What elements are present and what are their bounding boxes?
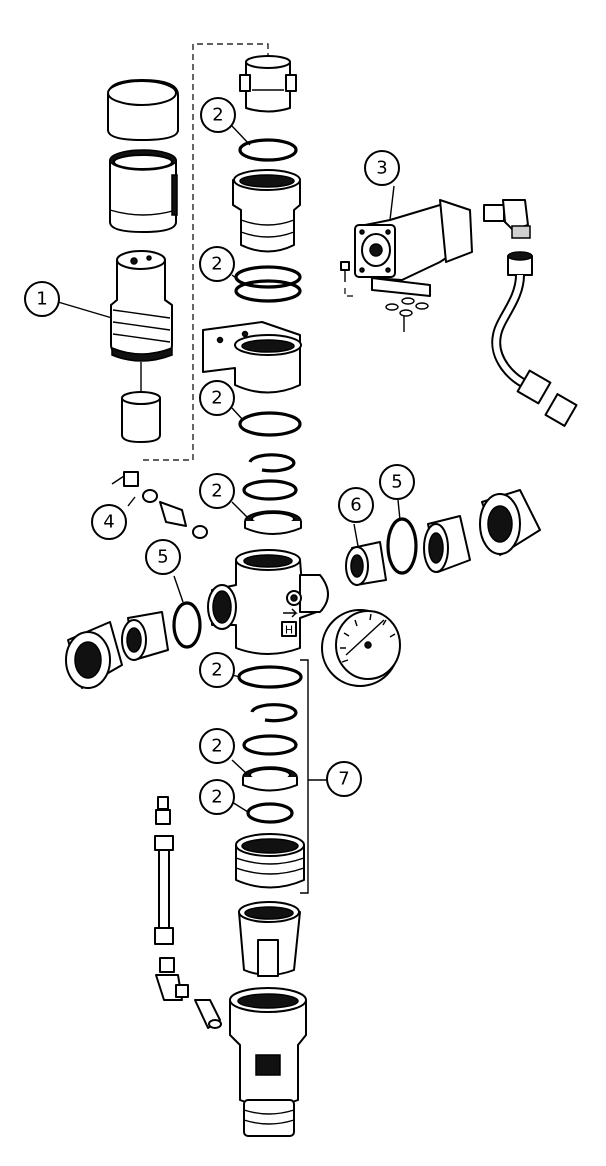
svg-text:4: 4 xyxy=(103,512,114,533)
union-nut-left xyxy=(65,621,123,689)
leader xyxy=(57,301,113,319)
svg-text:2: 2 xyxy=(212,105,223,126)
valve-body: H xyxy=(207,549,329,655)
callout-5: 5 xyxy=(145,539,181,575)
callout-1: 1 xyxy=(24,281,60,317)
leader xyxy=(231,501,248,518)
leader xyxy=(231,407,244,421)
callout-2: 2 xyxy=(200,97,236,133)
svg-text:3: 3 xyxy=(376,158,387,179)
washer xyxy=(242,479,298,501)
threaded-nipple-right xyxy=(423,515,471,573)
callout-2: 2 xyxy=(199,473,235,509)
mounting-washers xyxy=(385,297,429,332)
top-connector xyxy=(239,55,297,113)
bracket-4 xyxy=(111,475,136,507)
o-ring xyxy=(237,665,303,689)
drain-elbow xyxy=(155,957,189,1001)
leader xyxy=(231,274,246,286)
svg-text:2: 2 xyxy=(211,254,222,275)
leader xyxy=(173,575,184,603)
o-ring xyxy=(238,138,298,162)
callout-2: 2 xyxy=(199,779,235,815)
union-nut-right xyxy=(479,489,541,556)
drain-valve xyxy=(194,999,222,1029)
o-ring xyxy=(234,279,302,303)
washer xyxy=(242,734,298,756)
bracket-7 xyxy=(300,659,309,894)
leader xyxy=(231,125,251,146)
svg-text:2: 2 xyxy=(211,388,222,409)
mounting-bolt xyxy=(340,261,350,282)
piston-weight xyxy=(121,362,161,443)
callout-5: 5 xyxy=(379,464,415,500)
control-insert xyxy=(110,250,173,362)
callout-7: 7 xyxy=(326,761,362,797)
svg-text:2: 2 xyxy=(211,660,222,681)
threaded-insert xyxy=(235,833,305,889)
callout-2: 2 xyxy=(199,652,235,688)
dashed-bracket xyxy=(344,288,356,297)
elbow-fitting-top xyxy=(483,199,531,239)
pressure-gauge xyxy=(321,609,401,687)
o-ring xyxy=(238,411,302,437)
leader xyxy=(389,185,395,221)
bearing-ring xyxy=(244,510,302,535)
callout-4: 4 xyxy=(91,504,127,540)
svg-text:5: 5 xyxy=(157,547,168,568)
threaded-adapter xyxy=(232,169,301,253)
threaded-nipple-left xyxy=(121,611,169,661)
screw-fitting xyxy=(123,471,208,539)
circlip xyxy=(250,703,298,723)
leader xyxy=(231,759,248,775)
svg-text:2: 2 xyxy=(211,787,222,808)
svg-text:1: 1 xyxy=(36,289,47,310)
cap xyxy=(107,79,179,141)
o-ring xyxy=(234,265,302,289)
callout-2: 2 xyxy=(199,380,235,416)
leader xyxy=(231,801,249,813)
bowl-housing xyxy=(229,987,307,1137)
callout-2: 2 xyxy=(199,728,235,764)
callout-6: 6 xyxy=(338,487,374,523)
dashed-group-outline xyxy=(143,43,269,461)
filter-cup xyxy=(238,901,301,977)
svg-text:7: 7 xyxy=(338,769,349,790)
svg-text:6: 6 xyxy=(350,495,361,516)
bushing xyxy=(345,541,387,586)
bearing-ring xyxy=(242,766,298,792)
leader xyxy=(397,499,401,521)
leader xyxy=(353,523,359,547)
body-marking: H xyxy=(285,624,293,637)
svg-text:2: 2 xyxy=(211,481,222,502)
o-ring xyxy=(246,802,294,824)
sleeve xyxy=(109,149,178,233)
circlip xyxy=(248,453,296,473)
valve-housing xyxy=(202,321,302,394)
callout-2: 2 xyxy=(199,246,235,282)
svg-text:5: 5 xyxy=(391,472,402,493)
sight-tube xyxy=(154,796,174,945)
o-ring xyxy=(172,601,202,649)
flexible-hose xyxy=(491,251,578,427)
callout-3: 3 xyxy=(364,150,400,186)
o-ring xyxy=(386,517,418,575)
motor-unit xyxy=(354,199,473,297)
svg-text:2: 2 xyxy=(211,736,222,757)
